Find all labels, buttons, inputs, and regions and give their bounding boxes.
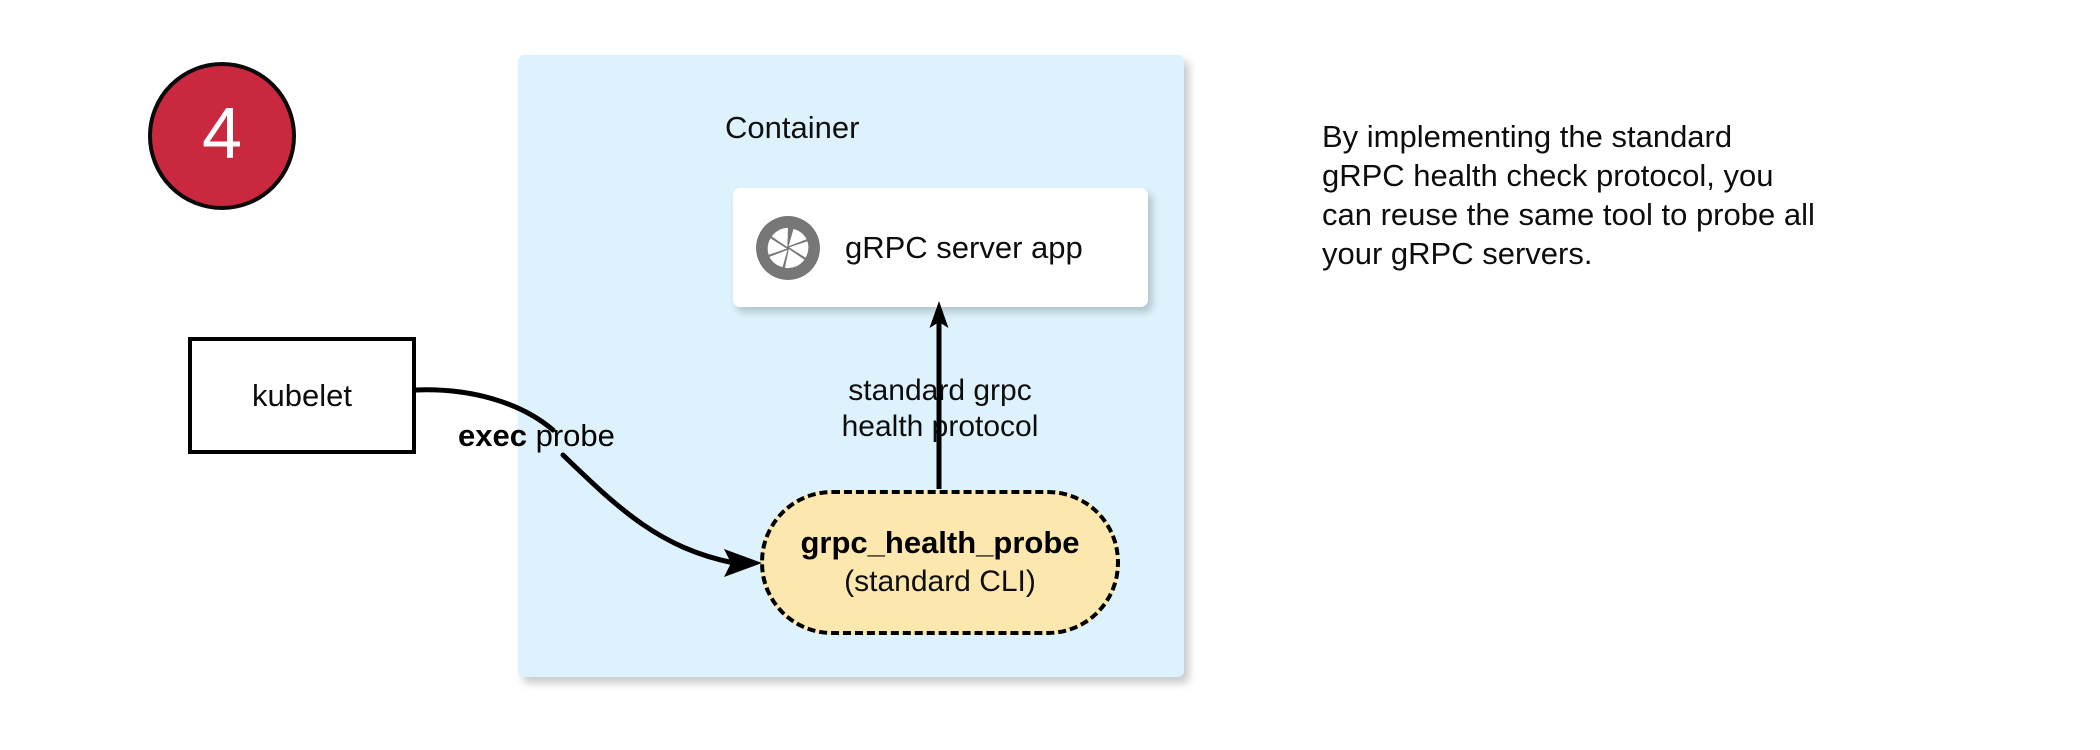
protocol-label-line-2: health protocol: [841, 410, 1039, 443]
grpc-server-app-label: gRPC server app: [845, 229, 1083, 265]
kubelet-label: kubelet: [252, 377, 352, 413]
exec-probe-label-strong: exec: [458, 418, 527, 453]
narrative-line-2: gRPC health check protocol, you: [1322, 158, 1774, 193]
step-number-badge: 4: [148, 62, 296, 210]
container-label: Container: [725, 110, 860, 145]
step-number-text: 4: [201, 94, 243, 174]
exec-probe-label: exec probe: [458, 417, 615, 454]
narrative-text: By implementing the standard gRPC health…: [1322, 117, 1922, 273]
protocol-label-line-1: standard grpc: [848, 374, 1032, 407]
narrative-line-1: By implementing the standard: [1322, 119, 1733, 154]
grpc-aperture-icon: [756, 215, 820, 280]
grpc-health-probe-title: grpc_health_probe: [800, 525, 1080, 561]
grpc-health-probe-subtitle: (standard CLI): [844, 565, 1036, 599]
narrative-line-4: your gRPC servers.: [1322, 236, 1593, 271]
grpc-health-probe-node: grpc_health_probe (standard CLI): [760, 490, 1120, 635]
grpc-server-app-card: gRPC server app: [733, 188, 1148, 307]
narrative-line-3: can reuse the same tool to probe all: [1322, 197, 1815, 232]
protocol-label: standard grpc health protocol: [800, 373, 1080, 445]
kubelet-node: kubelet: [188, 337, 416, 454]
exec-probe-label-rest: probe: [526, 418, 615, 453]
